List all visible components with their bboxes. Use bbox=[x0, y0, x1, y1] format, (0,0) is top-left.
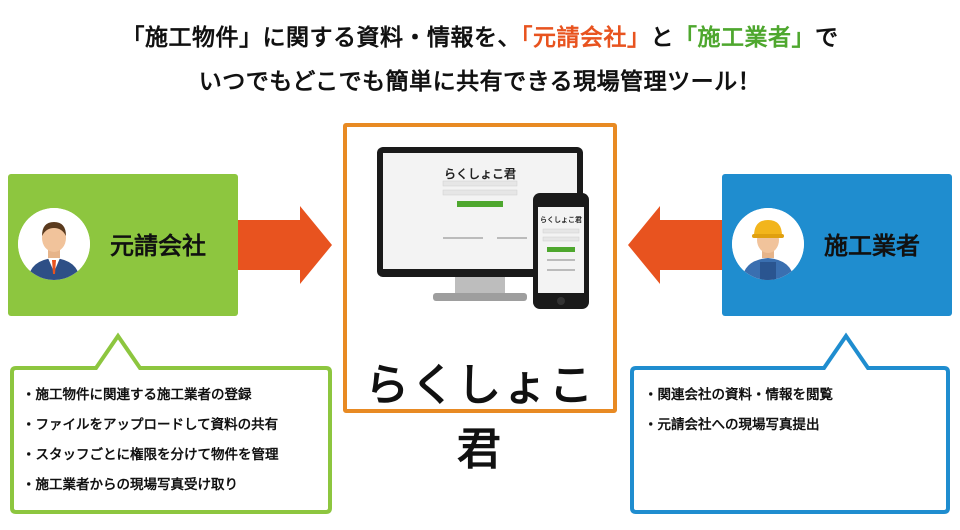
green-bubble-outline bbox=[10, 332, 332, 514]
list-item: ・関連会社の資料・情報を閲覧 bbox=[644, 387, 833, 403]
app-logo: らくしょこ君 bbox=[365, 360, 595, 475]
contractor-label: 元請会社 bbox=[110, 232, 206, 260]
list-item: ・スタッフごとに権限を分けて物件を管理 bbox=[22, 447, 279, 463]
headline-line-2: いつでもどこでも簡単に共有できる現場管理ツール！ bbox=[198, 69, 762, 95]
list-item: ・元請会社への現場写真提出 bbox=[644, 417, 820, 433]
headline-part-3: で bbox=[815, 25, 839, 51]
contractor-feature-list: ・施工物件に関連する施工業者の登録 ・ファイルをアップロードして資料の共有 ・ス… bbox=[22, 380, 279, 500]
phone-login-button bbox=[547, 247, 575, 252]
blue-bubble-outline bbox=[630, 332, 950, 514]
construction-worker-avatar-icon bbox=[732, 208, 804, 280]
headline-part-2: と bbox=[650, 25, 674, 51]
list-item: ・施工物件に関連する施工業者の登録 bbox=[22, 387, 252, 403]
arrow-left-icon bbox=[628, 206, 722, 284]
monitor-login-button bbox=[457, 201, 503, 207]
headline-line-1: 「施工物件」に関する資料・情報を、「元請会社」と「施工業者」で bbox=[0, 18, 960, 52]
app-showcase-frame: らくしょこ君 らくしょこ君 らくしょこ君 bbox=[343, 123, 617, 475]
subcontractor-feature-list: ・関連会社の資料・情報を閲覧 ・元請会社への現場写真提出 bbox=[644, 380, 833, 440]
headline-contractor: 「元請会社」 bbox=[521, 25, 651, 51]
contractor-box: 元請会社 bbox=[8, 174, 238, 316]
contractor-features-bubble: ・施工物件に関連する施工業者の登録 ・ファイルをアップロードして資料の共有 ・ス… bbox=[8, 332, 332, 515]
devices-illustration bbox=[377, 147, 589, 309]
arrow-right-icon bbox=[238, 206, 332, 284]
phone-screen-logo: らくしょこ君 bbox=[540, 216, 582, 224]
subcontractor-label: 施工業者 bbox=[824, 232, 920, 260]
monitor-stand bbox=[433, 293, 527, 301]
monitor-screen-logo: らくしょこ君 bbox=[443, 167, 516, 181]
list-item: ・施工業者からの現場写真受け取り bbox=[22, 477, 238, 493]
businessman-avatar-icon bbox=[18, 208, 90, 280]
headline-part-1: 「施工物件」に関する資料・情報を、 bbox=[121, 25, 521, 51]
headline-subcontractor: 「施工業者」 bbox=[674, 25, 815, 51]
subcontractor-features-bubble: ・関連会社の資料・情報を閲覧 ・元請会社への現場写真提出 bbox=[628, 332, 952, 515]
subcontractor-box: 施工業者 bbox=[722, 174, 952, 316]
list-item: ・ファイルをアップロードして資料の共有 bbox=[22, 417, 279, 433]
